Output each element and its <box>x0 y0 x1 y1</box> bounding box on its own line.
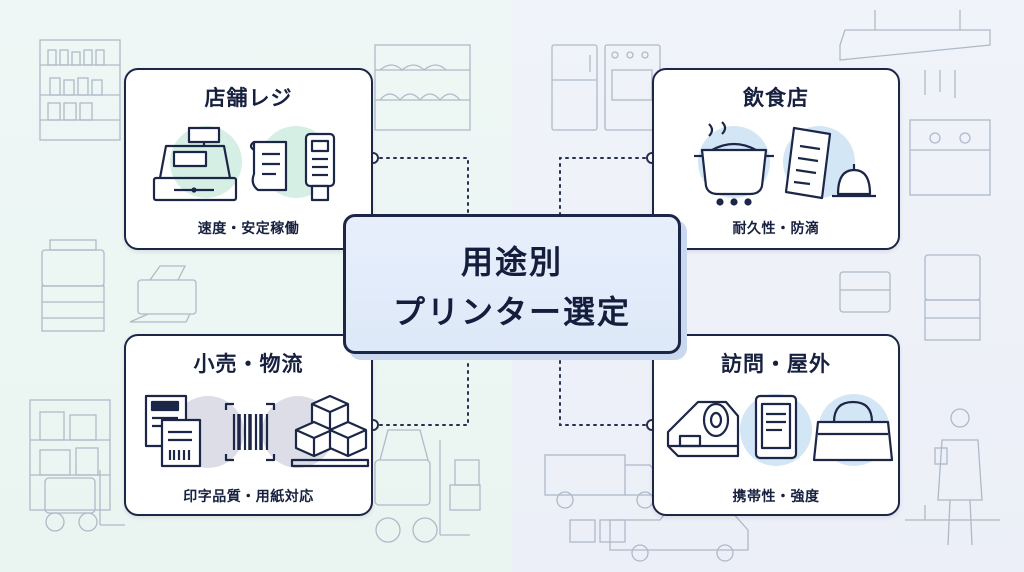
store-shelf-icon <box>39 39 121 141</box>
card-icons <box>152 126 336 202</box>
center-title-line1: 用途別 <box>460 243 563 281</box>
order-sheet-icon <box>784 126 832 200</box>
card-icons <box>666 394 894 466</box>
card-subtitle: 耐久性・防滴 <box>732 221 820 237</box>
barcode-icon <box>224 402 276 462</box>
card-title: 飲食店 <box>743 86 809 110</box>
service-bell-icon <box>832 164 876 198</box>
businessman-icon <box>934 408 983 546</box>
card-title: 小売・物流 <box>193 352 304 376</box>
card-restaurant: 飲食店 耐久性・防滴 <box>652 68 900 250</box>
range-hood-icon <box>839 10 991 196</box>
fridge-icon <box>551 44 598 131</box>
card-title: 訪問・屋外 <box>721 352 831 376</box>
card-retail-logistics: 小売・物流 <box>124 334 373 516</box>
forklift-2-icon <box>374 429 481 543</box>
receipt-icon <box>249 140 288 192</box>
center-title-line2: プリンター選定 <box>392 293 631 331</box>
card-title: 店舗レジ <box>204 86 293 110</box>
center-title-box: 用途別 プリンター選定 <box>343 214 681 354</box>
right-printer-icon <box>839 254 981 341</box>
card-store-register: 店舗レジ <box>124 68 373 250</box>
card-icons <box>694 121 876 206</box>
warehouse-rack-icon <box>29 399 111 511</box>
shipping-label-icon <box>144 394 202 468</box>
forklift-icon <box>44 470 125 532</box>
connector-lines <box>372 157 653 426</box>
cash-register-icon <box>152 126 238 202</box>
produce-shelf-icon <box>374 44 471 131</box>
small-printer-icon <box>129 265 197 323</box>
card-terminal-icon <box>304 132 336 202</box>
boxes-pallet-icon <box>290 394 370 468</box>
van-icon <box>609 509 749 562</box>
card-icons <box>144 394 370 468</box>
card-subtitle: 速度・安定稼働 <box>197 221 300 237</box>
card-subtitle: 携帯性・強度 <box>732 489 820 505</box>
mobile-printer-icon <box>666 400 740 458</box>
office-printer-icon <box>41 239 105 332</box>
card-field-outdoor: 訪問・屋外 携帯性・強度 <box>652 334 900 516</box>
tablet-icon <box>754 394 798 460</box>
card-subtitle: 印字品質・用紙対応 <box>183 489 314 505</box>
bag-icon <box>812 400 894 462</box>
cooking-pot-icon <box>694 121 774 206</box>
truck-icon <box>544 454 663 543</box>
